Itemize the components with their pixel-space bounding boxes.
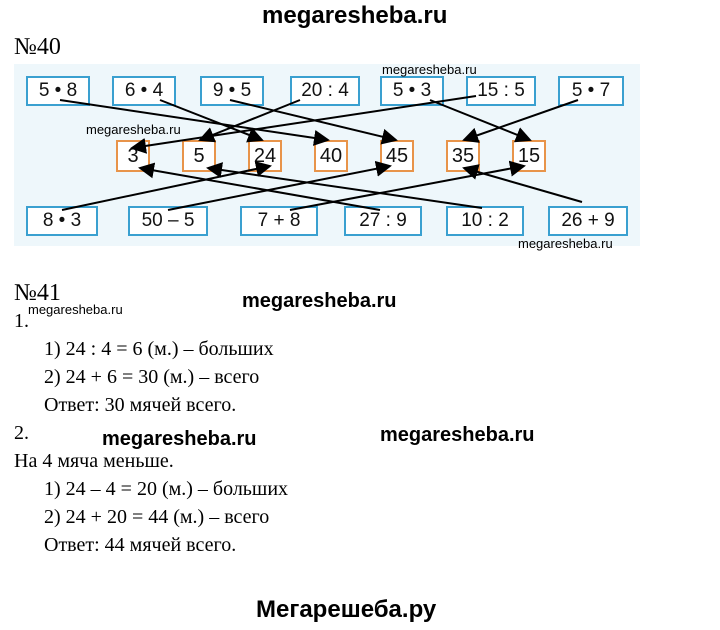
footer-watermark: Мегарешеба.ру [256, 596, 437, 623]
bottom-expression-5: 10 : 2 [446, 206, 524, 236]
task-40-heading: №40 [14, 34, 61, 60]
top-expression-4: 20 : 4 [290, 76, 360, 106]
bottom-expression-4: 27 : 9 [344, 206, 422, 236]
top-expression-2: 6 • 4 [112, 76, 176, 106]
arrow-5x7-to-35 [462, 99, 579, 143]
part-1-step-1: 1) 24 : 4 = 6 (м.) – больших [44, 338, 274, 360]
part-2-step-1: 1) 24 – 4 = 20 (м.) – больших [44, 478, 289, 500]
part-1-number: 1. [14, 310, 29, 332]
part-2-step-2: 2) 24 + 20 = 44 (м.) – всего [44, 506, 270, 528]
part-2-condition: На 4 мяча меньше. [14, 450, 174, 472]
part-1-answer: Ответ: 30 мячей всего. [44, 394, 237, 416]
body-watermark-2: megaresheba.ru [102, 428, 257, 450]
top-expression-5: 5 • 3 [380, 76, 444, 106]
inline-watermark-1: megaresheba.ru [382, 62, 477, 77]
arrow-8x3-to-24 [61, 161, 272, 211]
inline-watermark-4: megaresheba.ru [28, 302, 123, 317]
part-2-number: 2. [14, 422, 29, 444]
body-watermark-1: megaresheba.ru [242, 290, 397, 312]
top-expression-6: 15 : 5 [466, 76, 536, 106]
part-1-step-2: 2) 24 + 6 = 30 (м.) – всего [44, 366, 260, 388]
top-expression-7: 5 • 7 [558, 76, 624, 106]
header-watermark: megaresheba.ru [262, 2, 448, 29]
arrow-20div4-to-5 [198, 99, 301, 143]
inline-watermark-2: megaresheba.ru [86, 122, 181, 137]
arrow-7plus8-to-15 [289, 160, 526, 211]
task-41-heading: №41 [14, 280, 61, 306]
part-2-answer: Ответ: 44 мячей всего. [44, 534, 237, 556]
arrow-15div5-to-3 [130, 95, 477, 154]
arrow-6x4-to-24 [159, 99, 264, 143]
bottom-expression-1: 8 • 3 [26, 206, 98, 236]
top-expression-1: 5 • 8 [26, 76, 90, 106]
bottom-expression-6: 26 + 9 [548, 206, 628, 236]
arrow-5x8-to-40 [59, 99, 330, 146]
answer-box-2: 5 [182, 140, 216, 172]
arrow-27div9-to-3 [138, 162, 381, 211]
bottom-expression-3: 7 + 8 [240, 206, 318, 236]
arrow-10div2-to-5 [206, 162, 483, 209]
bottom-expression-2: 50 – 5 [128, 206, 208, 236]
arrow-5x3-to-15 [429, 99, 532, 143]
arrow-50minus5-to-45 [167, 160, 392, 211]
body-watermark-3: megaresheba.ru [380, 424, 535, 446]
arrow-26plus9-to-35 [462, 164, 583, 203]
answer-box-4: 40 [314, 140, 348, 172]
inline-watermark-3: megaresheba.ru [518, 236, 613, 251]
